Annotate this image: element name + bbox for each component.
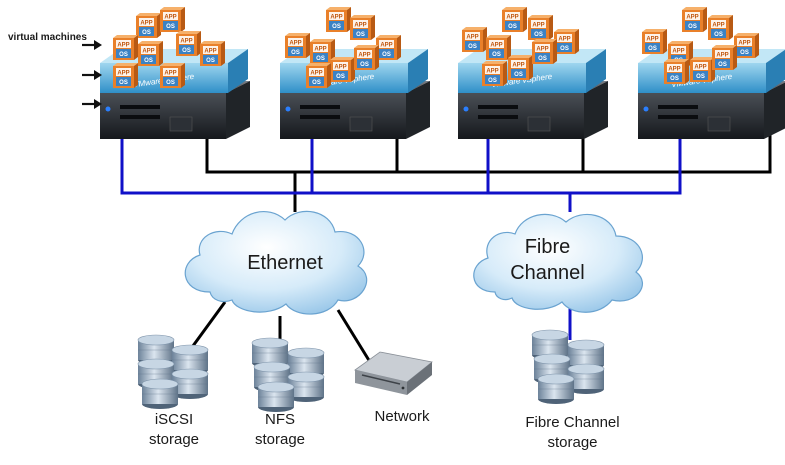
iscsi-storage-label: iSCSI storage <box>148 411 200 448</box>
vm-box-icon <box>350 15 375 40</box>
vm-box-icon <box>734 33 759 58</box>
nfs-disk-stack-icon <box>251 337 325 413</box>
vm-box-icon <box>376 35 401 60</box>
vm-box-icon <box>138 41 163 66</box>
vm-box-icon <box>502 7 527 32</box>
vm-box-icon <box>136 13 161 38</box>
vm-box-icon <box>554 29 579 54</box>
server-icon: VMware vSphere <box>458 7 608 139</box>
vm-arrows <box>82 40 102 109</box>
vm-box-icon <box>682 7 707 32</box>
cloud-icon <box>184 210 368 315</box>
vm-box-icon <box>285 33 310 58</box>
server-icon: VMware vSphere <box>100 7 250 139</box>
vm-box-icon <box>330 57 355 82</box>
vm-box-icon <box>532 39 557 64</box>
vm-box-icon <box>642 29 667 54</box>
vm-box-icon <box>160 63 185 88</box>
vm-box-icon <box>690 57 715 82</box>
vm-box-icon <box>113 63 138 88</box>
vm-box-icon <box>486 35 511 60</box>
vm-box-icon <box>664 59 689 84</box>
cloud-icon <box>473 213 643 313</box>
arrow-right-icon <box>82 70 102 80</box>
server-icon: VMware vSphere <box>638 7 785 139</box>
vm-box-icon <box>354 45 379 70</box>
vm-box-icon <box>508 55 533 80</box>
vm-box-icon <box>712 45 737 70</box>
arrow-right-icon <box>82 40 102 50</box>
network-switch-icon <box>354 351 433 395</box>
vm-box-icon <box>708 15 733 40</box>
server-icon: VMware vSphere <box>280 7 430 139</box>
nfs-storage-label: NFS storage <box>254 411 306 448</box>
vm-box-icon <box>160 7 185 32</box>
fc-storage-label: Fibre Channel storage <box>525 414 620 451</box>
iscsi-disk-stack-icon <box>137 334 209 410</box>
ethernet-cloud-label: Ethernet <box>247 252 323 274</box>
network-label: Network <box>374 408 430 425</box>
fibre-channel-cloud-label: Fibre Channel <box>510 236 585 284</box>
fc-disk-stack-icon <box>531 329 605 405</box>
arrow-right-icon <box>82 99 102 109</box>
vm-box-icon <box>482 61 507 86</box>
vm-box-icon <box>200 41 225 66</box>
vm-box-icon <box>462 27 487 52</box>
vm-box-icon <box>113 35 138 60</box>
vm-box-icon <box>176 31 201 56</box>
vm-box-icon <box>326 7 351 32</box>
vm-box-icon <box>306 63 331 88</box>
vm-box-icon <box>528 15 553 40</box>
virtual-machines-label: virtual machines <box>8 32 87 43</box>
